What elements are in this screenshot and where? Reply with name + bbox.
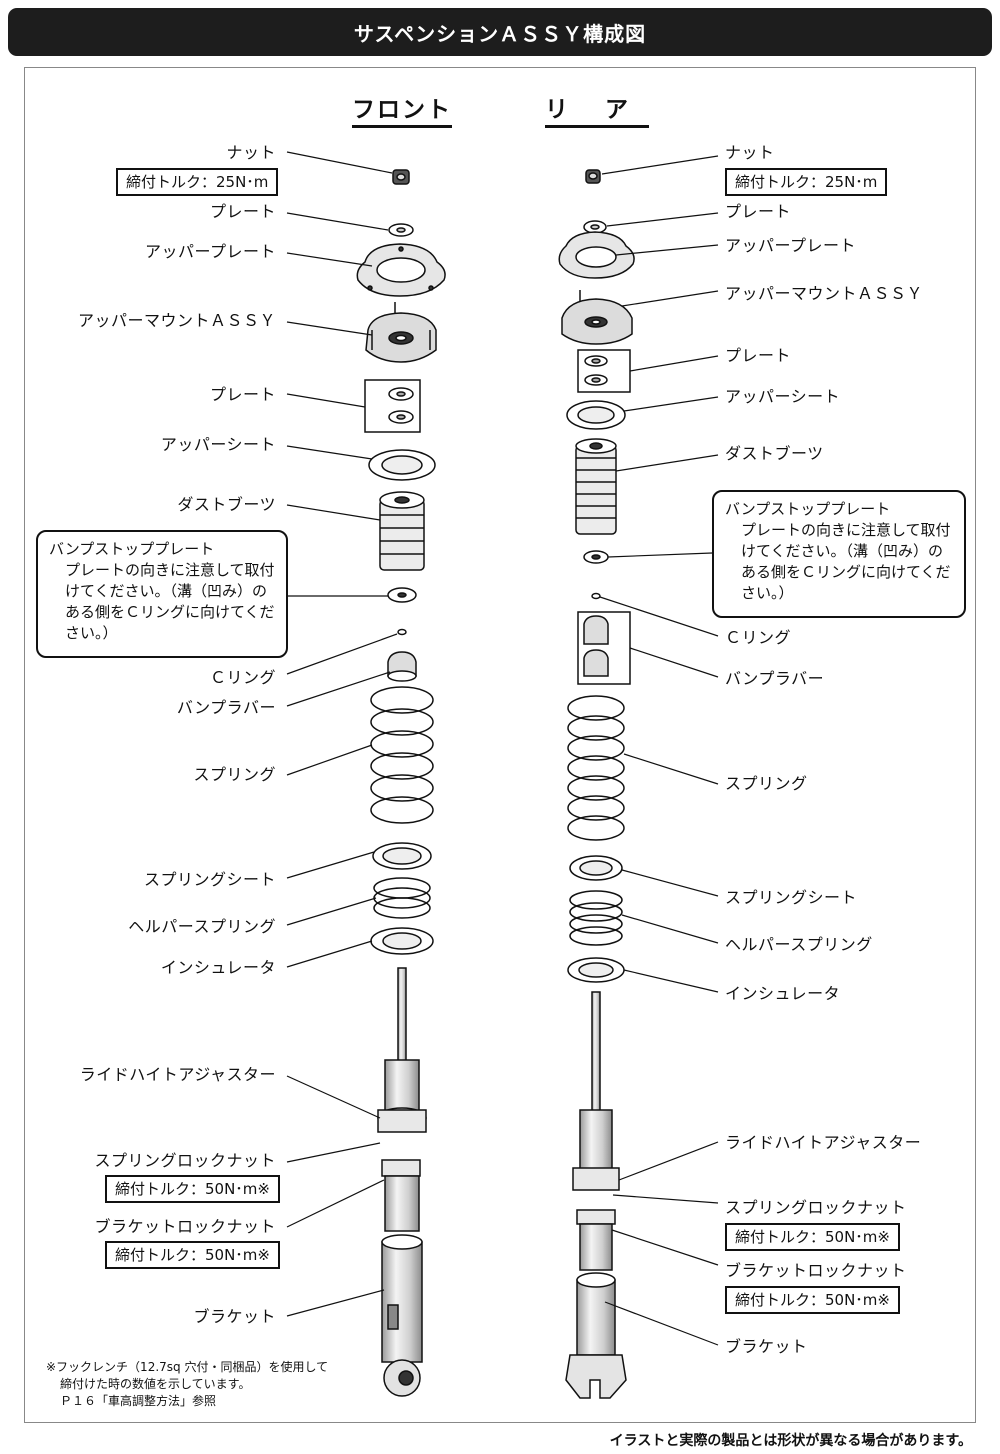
front-spring-seat	[372, 842, 432, 870]
front-column-title: フロント	[352, 96, 452, 128]
footnote-line3: Ｐ１６「車高調整方法」参照	[60, 1394, 217, 1408]
rear-label-bump-rubber: バンプラバー	[725, 669, 825, 688]
front-c-ring	[397, 628, 407, 636]
page-header: サスペンションＡＳＳＹ構成図	[8, 8, 992, 56]
footnote: ※フックレンチ（12.7sq 穴付・同梱品）を使用して 締付けた時の数値を示して…	[46, 1359, 328, 1410]
front-label-upper-mount: アッパーマウントＡＳＳＹ	[77, 311, 276, 330]
rear-bump-stop-note: バンプストッププレート プレートの向きに注意して取付 けてください。（溝（凹み）…	[712, 490, 966, 618]
front-plate2-bracket	[364, 379, 421, 433]
leader-lines	[286, 151, 719, 1346]
front-parts	[356, 169, 446, 1397]
rear-label-spring-lock-nut: スプリングロックナット	[725, 1198, 907, 1217]
rear-label-c-ring: Ｃリング	[725, 628, 792, 647]
front-upper-seat	[368, 449, 436, 481]
rear-parts	[558, 169, 635, 1399]
rear-spring	[567, 695, 625, 841]
rear-bump-rubber	[583, 615, 609, 677]
rear-label-upper-seat: アッパーシート	[725, 387, 841, 406]
front-insulator	[370, 927, 434, 955]
rear-label-bracket: ブラケット	[725, 1337, 808, 1356]
front-bump-stop-note: バンプストッププレート プレートの向きに注意して取付 けてください。（溝（凹み）…	[36, 530, 288, 658]
front-label-bracket: ブラケット	[193, 1307, 276, 1326]
rear-spring-lock-torque: 締付トルク：50N･m※	[725, 1223, 900, 1251]
front-spring-lock-torque: 締付トルク：50N･m※	[105, 1175, 280, 1203]
front-label-spring-lock-nut: スプリングロックナット	[94, 1151, 276, 1170]
rear-label-upper-plate: アッパープレート	[725, 236, 857, 255]
front-shock	[377, 967, 427, 1397]
front-label-plate2: プレート	[209, 385, 276, 404]
page-title: サスペンションＡＳＳＹ構成図	[353, 21, 647, 46]
rear-label-plate2: プレート	[725, 346, 792, 365]
footnote-line2: 締付けた時の数値を示しています。	[60, 1377, 251, 1391]
front-label-bracket-lock-nut: ブラケットロックナット	[94, 1217, 276, 1236]
front-label-c-ring: Ｃリング	[209, 668, 276, 687]
rear-upper-seat	[566, 400, 626, 430]
rear-label-insulator: インシュレータ	[725, 984, 841, 1003]
rear-shock	[565, 991, 627, 1399]
rear-label-spring-seat: スプリングシート	[725, 888, 858, 907]
rear-nut	[585, 169, 601, 184]
footnote-line1: ※フックレンチ（12.7sq 穴付・同梱品）を使用して	[46, 1360, 329, 1374]
rear-label-spring: スプリング	[725, 774, 808, 793]
front-label-plate: プレート	[209, 202, 276, 221]
front-label-helper-spring: ヘルパースプリング	[128, 917, 276, 936]
front-label-upper-seat: アッパーシート	[160, 435, 276, 454]
disclaimer: イラストと実際の製品とは形状が異なる場合があります。	[609, 1433, 972, 1449]
front-upper-mount	[365, 302, 437, 363]
front-label-insulator: インシュレータ	[160, 958, 276, 977]
rear-label-bracket-lock-nut: ブラケットロックナット	[725, 1261, 907, 1280]
front-bracket-lock-torque: 締付トルク：50N･m※	[105, 1241, 280, 1269]
rear-bracket-lock-torque: 締付トルク：50N･m※	[725, 1286, 900, 1314]
rear-note-body: プレートの向きに注意して取付 けてください。（溝（凹み）の ある側をＣリングに向…	[741, 521, 951, 602]
rear-c-ring	[591, 592, 601, 600]
front-nut	[392, 169, 410, 185]
front-label-upper-plate: アッパープレート	[144, 242, 276, 261]
front-spring	[370, 686, 434, 824]
front-helper-spring	[373, 877, 431, 919]
rear-label-ride-height: ライドハイトアジャスター	[725, 1133, 922, 1152]
front-label-spring-seat: スプリングシート	[143, 870, 276, 889]
front-label-bump-rubber: バンプラバー	[176, 698, 276, 717]
diagram-frame	[24, 67, 976, 1423]
front-label-spring: スプリング	[193, 765, 276, 784]
rear-label-dust-boot: ダストブーツ	[725, 444, 824, 463]
rear-label-upper-mount: アッパーマウントＡＳＳＹ	[725, 284, 924, 303]
front-label-dust-boot: ダストブーツ	[177, 495, 276, 514]
front-upper-plate	[356, 243, 446, 297]
rear-insulator	[567, 957, 625, 983]
rear-label-helper-spring: ヘルパースプリング	[725, 935, 873, 954]
front-dust-boot	[379, 491, 425, 571]
front-nut-torque: 締付トルク：25N･m	[116, 168, 279, 196]
rear-note-title: バンプストッププレート	[725, 500, 891, 518]
rear-helper-spring	[569, 890, 623, 946]
front-note-body: プレートの向きに注意して取付 けてください。（溝（凹み）の ある側をＣリングに向…	[65, 561, 275, 642]
rear-upper-plate	[558, 231, 635, 279]
rear-dust-boot	[575, 438, 617, 535]
rear-column-title: リ ア	[545, 96, 649, 128]
rear-upper-mount	[561, 290, 633, 345]
rear-label-plate: プレート	[725, 202, 792, 221]
rear-nut-torque: 締付トルク：25N･m	[725, 168, 888, 196]
rear-spring-seat	[569, 855, 623, 881]
front-label-nut: ナット	[226, 143, 276, 162]
rear-label-nut: ナット	[725, 143, 775, 162]
rear-plate2-bracket	[577, 349, 631, 393]
front-note-title: バンプストッププレート	[49, 540, 215, 558]
front-bump-rubber	[387, 651, 417, 682]
front-label-ride-height: ライドハイトアジャスター	[79, 1065, 276, 1084]
